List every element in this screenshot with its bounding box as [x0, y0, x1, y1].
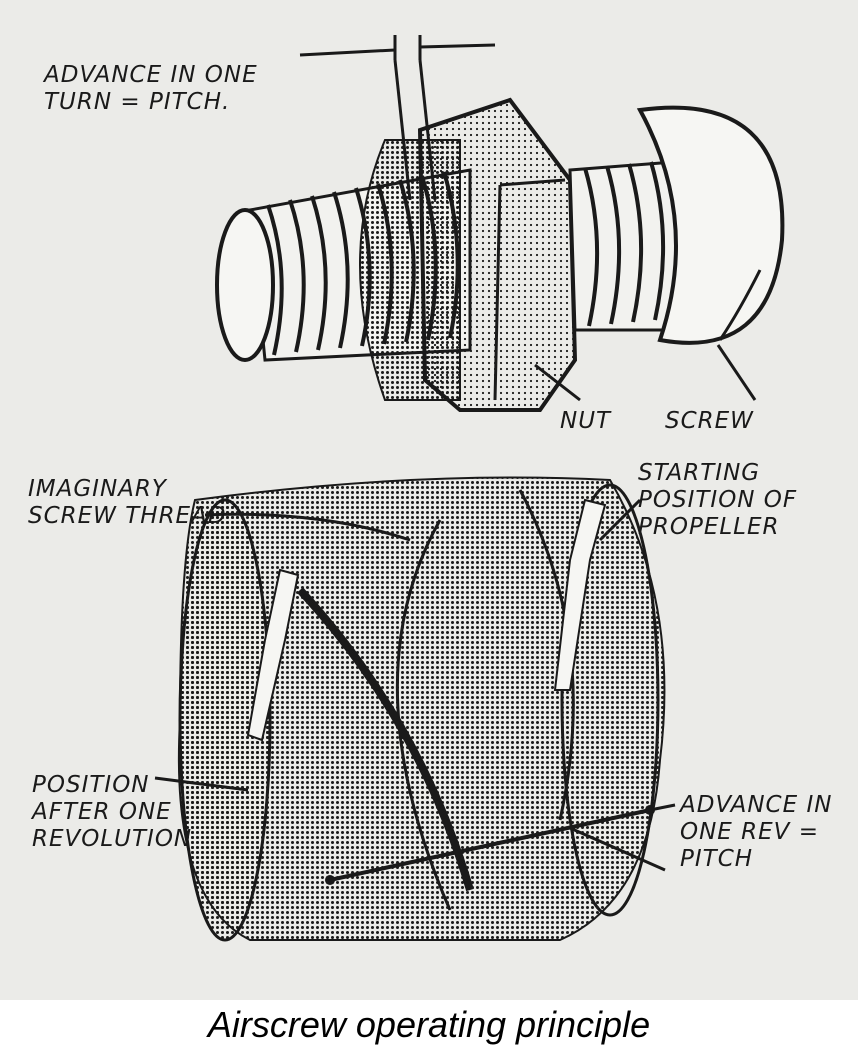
- diagram-figure: ADVANCE IN ONE TURN = PITCH. NUT SCREW I…: [0, 0, 858, 1000]
- screw-head: [636, 105, 785, 345]
- figure-caption: Airscrew operating principle: [207, 1004, 651, 1045]
- label-imaginary-screw-thread: IMAGINARY SCREW THREAD: [28, 476, 227, 529]
- bolt-illustration: [215, 35, 785, 412]
- label-starting-position: STARTING POSITION OF PROPELLER: [638, 460, 798, 540]
- blade-start: [553, 498, 607, 691]
- label-advance-pitch: ADVANCE IN ONE TURN = PITCH.: [44, 62, 258, 115]
- label-nut: NUT: [560, 408, 612, 434]
- label-position-after: POSITION AFTER ONE REVOLUTION: [32, 772, 193, 852]
- diagram-artwork: [154, 35, 785, 942]
- label-screw: SCREW: [665, 408, 754, 434]
- blade-after: [246, 568, 300, 742]
- pitch-indicator: [299, 35, 496, 201]
- label-advance-rev: ADVANCE IN ONE REV = PITCH: [680, 792, 833, 872]
- propeller-cylinder: [154, 476, 676, 942]
